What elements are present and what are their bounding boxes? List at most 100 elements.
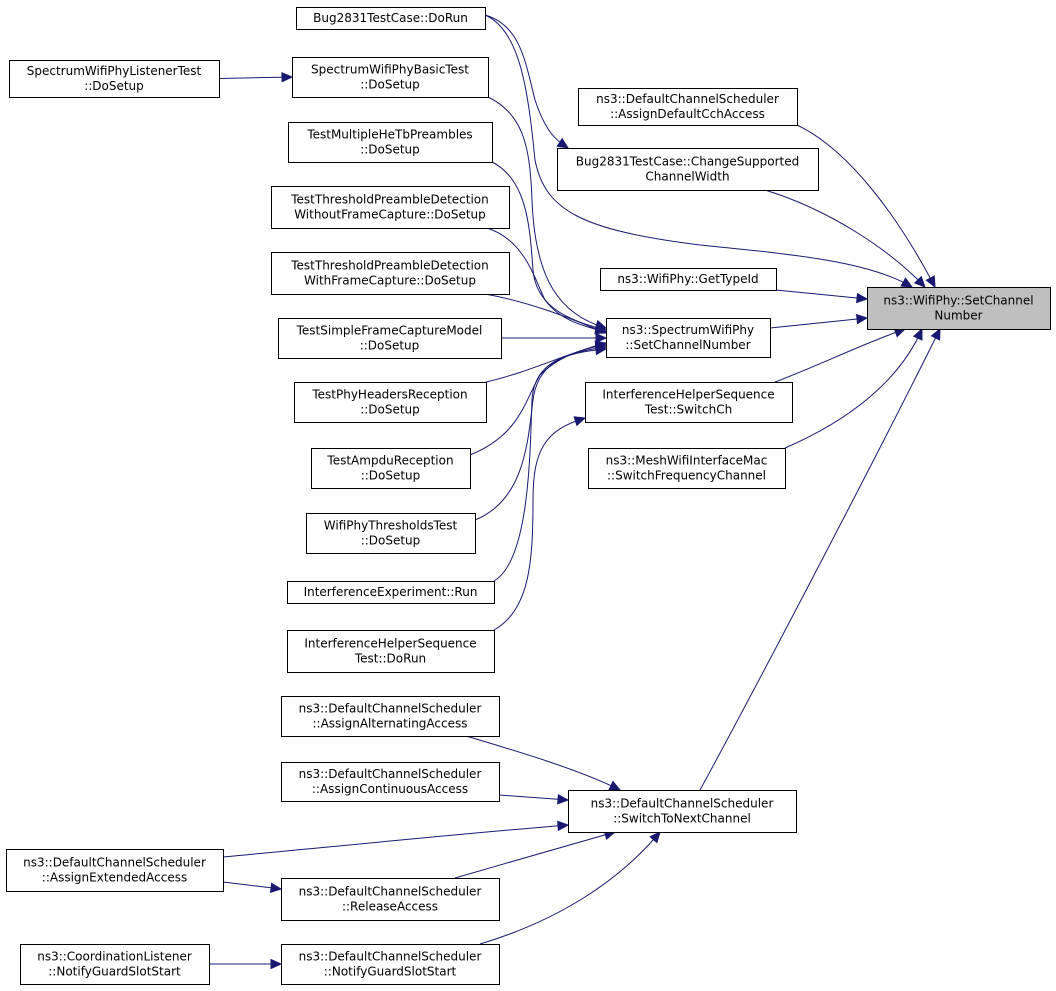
edge-arrowhead xyxy=(930,327,941,341)
node-box xyxy=(606,318,771,358)
function-node[interactable]: ns3::DefaultChannelScheduler::NotifyGuar… xyxy=(281,944,500,985)
call-edge xyxy=(769,317,868,329)
node-box xyxy=(287,630,495,673)
function-node[interactable]: TestAmpduReception::DoSetup xyxy=(311,448,471,489)
function-node[interactable]: TestSimpleFrameCaptureModel::DoSetup xyxy=(278,318,502,359)
node-label: Bug2831TestCase::DoRun xyxy=(313,11,468,25)
node-label: SpectrumWifiPhyBasicTest xyxy=(311,63,469,77)
function-node[interactable]: TestPhyHeadersReception::DoSetup xyxy=(294,382,487,423)
node-label: ns3::SpectrumWifiPhy xyxy=(622,323,754,337)
function-node[interactable]: InterferenceExperiment::Run xyxy=(287,581,495,604)
node-label: ns3::DefaultChannelScheduler xyxy=(596,92,779,106)
node-label: ::SwitchToNextChannel xyxy=(613,812,751,826)
node-box xyxy=(588,448,786,489)
function-node[interactable]: ns3::DefaultChannelScheduler::ReleaseAcc… xyxy=(281,878,500,921)
node-box xyxy=(557,148,819,191)
node-label: TestPhyHeadersReception xyxy=(311,388,467,402)
function-node[interactable]: ns3::DefaultChannelScheduler::AssignCont… xyxy=(281,762,500,802)
function-node[interactable]: TestThresholdPreambleDetectionWithFrameC… xyxy=(271,252,510,295)
node-label: ::AssignAlternatingAccess xyxy=(312,717,467,731)
node-label: ::AssignExtendedAccess xyxy=(42,871,187,885)
node-label: ChannelWidth xyxy=(645,170,729,184)
edge-arrowhead xyxy=(281,71,294,83)
edge-arrowhead xyxy=(595,332,608,344)
node-label: TestThresholdPreambleDetection xyxy=(290,259,489,273)
function-node[interactable]: WifiPhyThresholdsTest::DoSetup xyxy=(306,513,476,554)
call-edge xyxy=(493,348,607,582)
function-node[interactable]: ns3::DefaultChannelScheduler::SwitchToNe… xyxy=(568,790,797,833)
function-node[interactable]: TestMultipleHeTbPreambles::DoSetup xyxy=(288,122,493,163)
edge-arrowhead xyxy=(556,137,570,149)
node-label: ns3::DefaultChannelScheduler xyxy=(23,856,206,870)
node-box xyxy=(294,382,487,423)
node-label: Test::SwitchCh xyxy=(644,403,732,417)
function-node[interactable]: ns3::SpectrumWifiPhy::SetChannelNumber xyxy=(606,318,771,358)
call-edge xyxy=(454,831,616,879)
edge-arrowhead xyxy=(856,313,869,325)
node-label: InterferenceHelperSequence xyxy=(602,388,774,402)
focus-function-node[interactable]: ns3::WifiPhy::SetChannelNumber xyxy=(867,287,1051,330)
node-box xyxy=(9,60,220,98)
function-node[interactable]: ns3::DefaultChannelScheduler::AssignDefa… xyxy=(578,88,798,126)
edge-arrowhead xyxy=(557,820,570,832)
node-box xyxy=(281,762,500,802)
node-box xyxy=(867,287,1051,330)
node-label: ns3::DefaultChannelScheduler xyxy=(299,702,482,716)
edge-arrowhead xyxy=(912,327,923,341)
node-box xyxy=(278,318,502,359)
call-edge xyxy=(484,14,913,288)
node-box xyxy=(281,696,500,737)
node-label: InterferenceHelperSequence xyxy=(304,637,476,651)
node-label: TestSimpleFrameCaptureModel xyxy=(296,324,483,338)
edge-layer xyxy=(209,14,941,970)
function-node[interactable]: ns3::DefaultChannelScheduler::AssignAlte… xyxy=(281,696,500,737)
function-node[interactable]: ns3::MeshWifiInterfaceMac::SwitchFrequen… xyxy=(588,448,786,489)
node-box xyxy=(271,186,510,229)
function-node[interactable]: SpectrumWifiPhyBasicTest::DoSetup xyxy=(292,57,489,98)
node-box xyxy=(585,382,793,423)
node-label: ns3::DefaultChannelScheduler xyxy=(299,885,482,899)
node-box xyxy=(6,849,224,892)
node-box xyxy=(287,581,495,604)
node-box xyxy=(600,268,777,291)
node-label: ::DoSetup xyxy=(361,469,421,483)
function-node[interactable]: ns3::CoordinationListener::NotifyGuardSl… xyxy=(20,944,210,985)
function-node[interactable]: Bug2831TestCase::DoRun xyxy=(296,7,486,30)
node-label: ::DoSetup xyxy=(360,339,420,353)
node-label: WithoutFrameCapture::DoSetup xyxy=(294,208,486,222)
node-label: TestThresholdPreambleDetection xyxy=(290,193,489,207)
node-label: WithFrameCapture::DoSetup xyxy=(304,274,476,288)
edge-arrowhead xyxy=(649,831,661,844)
node-label: ns3::WifiPhy::GetTypeId xyxy=(617,272,758,286)
call-edge xyxy=(764,189,926,288)
node-label: ns3::WifiPhy::SetChannel xyxy=(883,294,1033,308)
node-box xyxy=(311,448,471,489)
node-label: Bug2831TestCase::ChangeSupported xyxy=(576,155,799,169)
node-label: ::DoSetup xyxy=(360,143,420,157)
node-label: InterferenceExperiment::Run xyxy=(304,585,478,599)
call-edge xyxy=(487,96,607,329)
function-node[interactable]: SpectrumWifiPhyListenerTest::DoSetup xyxy=(9,60,220,98)
function-node[interactable]: ns3::DefaultChannelScheduler::AssignExte… xyxy=(6,849,224,892)
function-node[interactable]: ns3::WifiPhy::GetTypeId xyxy=(600,268,777,291)
node-box xyxy=(20,944,210,985)
edge-arrowhead xyxy=(608,780,622,791)
node-label: ns3::MeshWifiInterfaceMac xyxy=(606,454,768,468)
node-label: ::AssignContinuousAccess xyxy=(312,782,468,796)
function-node[interactable]: TestThresholdPreambleDetectionWithoutFra… xyxy=(271,186,510,229)
edge-arrowhead xyxy=(269,882,283,893)
node-layer: ns3::WifiPhy::SetChannelNumber Bug2831Tes… xyxy=(6,7,1051,985)
node-box xyxy=(281,878,500,921)
node-label: TestMultipleHeTbPreambles xyxy=(306,128,472,142)
function-node[interactable]: Bug2831TestCase::ChangeSupportedChannelW… xyxy=(557,148,819,191)
call-edge xyxy=(484,293,607,334)
edge-arrowhead xyxy=(913,275,926,288)
call-edge xyxy=(796,124,936,288)
call-edge xyxy=(775,289,868,300)
call-edge xyxy=(222,824,569,858)
edge-arrowhead xyxy=(573,416,587,427)
node-box xyxy=(292,57,489,98)
